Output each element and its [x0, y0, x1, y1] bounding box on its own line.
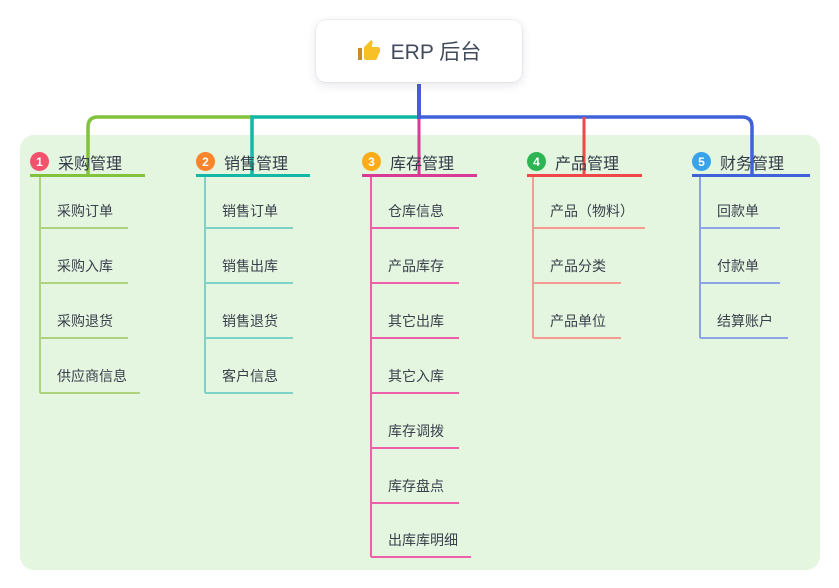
branch-node-5[interactable]: 5 财务管理 [692, 149, 810, 177]
branch-node-1[interactable]: 1 采购管理 [30, 149, 145, 177]
child-node[interactable]: 供应商信息 [40, 368, 140, 394]
child-node[interactable]: 销售订单 [205, 203, 293, 229]
child-label: 仓库信息 [388, 203, 444, 219]
child-node[interactable]: 采购订单 [40, 203, 128, 229]
child-node[interactable]: 销售退货 [205, 313, 293, 339]
child-node[interactable]: 回款单 [700, 203, 780, 229]
child-label: 产品分类 [550, 258, 606, 274]
child-node[interactable]: 产品单位 [533, 313, 621, 339]
branch-4-label: 产品管理 [555, 155, 620, 173]
child-node[interactable]: 采购退货 [40, 313, 128, 339]
branch-node-3[interactable]: 3 库存管理 [362, 149, 477, 177]
child-label: 出库库明细 [388, 532, 458, 548]
branch-1-badge: 1 [30, 152, 49, 171]
child-label: 其它入库 [388, 368, 444, 384]
branch-node-2[interactable]: 2 销售管理 [196, 149, 310, 177]
child-node[interactable]: 销售出库 [205, 258, 293, 284]
child-node[interactable]: 产品（物料） [533, 203, 645, 229]
branch-3-badge: 3 [362, 152, 381, 171]
child-node[interactable]: 库存盘点 [371, 478, 459, 504]
branch-4-badge: 4 [527, 152, 546, 171]
branch-5-label: 财务管理 [720, 155, 785, 173]
child-label: 其它出库 [388, 313, 444, 329]
child-label: 销售退货 [222, 313, 278, 329]
child-label: 产品（物料） [550, 203, 634, 219]
child-label: 结算账户 [717, 313, 773, 329]
child-label: 库存调拨 [388, 423, 444, 439]
branch-2-label: 销售管理 [224, 155, 289, 173]
child-node[interactable]: 采购入库 [40, 258, 128, 284]
child-node[interactable]: 其它出库 [371, 313, 459, 339]
child-label: 产品单位 [550, 313, 606, 329]
branches-panel [20, 135, 820, 570]
child-label: 采购入库 [57, 258, 113, 274]
root-label: ERP 后台 [390, 41, 482, 64]
branch-1-label: 采购管理 [58, 155, 123, 173]
child-label: 库存盘点 [388, 478, 444, 494]
child-node[interactable]: 出库库明细 [371, 532, 471, 558]
child-label: 客户信息 [222, 368, 278, 384]
child-label: 销售订单 [222, 203, 278, 219]
thumbs-up-icon [357, 39, 381, 63]
child-label: 产品库存 [388, 258, 444, 274]
branch-node-4[interactable]: 4 产品管理 [527, 149, 642, 177]
child-node[interactable]: 其它入库 [371, 368, 459, 394]
child-node[interactable]: 仓库信息 [371, 203, 459, 229]
root-node[interactable]: ERP 后台 [316, 20, 522, 82]
child-label: 采购退货 [57, 313, 113, 329]
branch-2-badge: 2 [196, 152, 215, 171]
child-label: 回款单 [717, 203, 759, 219]
branch-3-label: 库存管理 [390, 155, 455, 173]
child-label: 采购订单 [57, 203, 113, 219]
child-node[interactable]: 付款单 [700, 258, 780, 284]
child-label: 销售出库 [222, 258, 278, 274]
child-node[interactable]: 库存调拨 [371, 423, 459, 449]
child-node[interactable]: 产品分类 [533, 258, 621, 284]
branch-5-badge: 5 [692, 152, 711, 171]
child-label: 付款单 [717, 258, 759, 274]
child-node[interactable]: 客户信息 [205, 368, 293, 394]
child-label: 供应商信息 [57, 368, 127, 384]
child-node[interactable]: 产品库存 [371, 258, 459, 284]
child-node[interactable]: 结算账户 [700, 313, 788, 339]
